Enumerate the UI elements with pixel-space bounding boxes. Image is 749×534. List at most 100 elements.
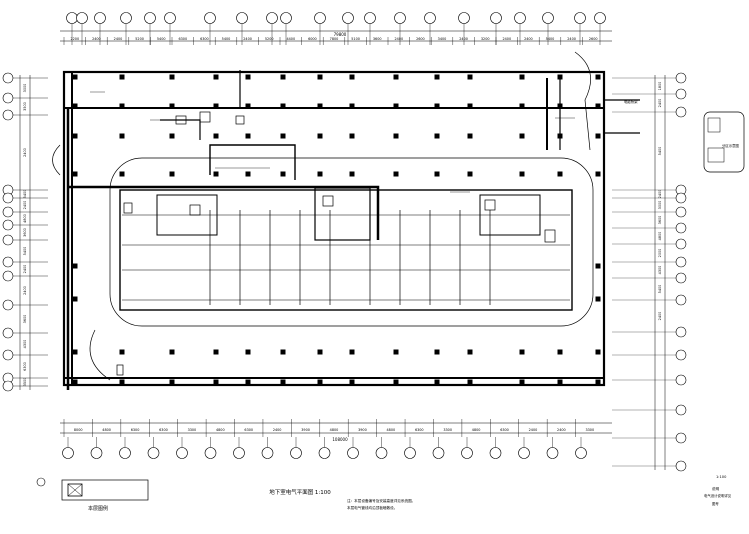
dimension-label: 6300 bbox=[23, 362, 27, 371]
axis-bubble bbox=[94, 12, 106, 24]
structural-column bbox=[280, 349, 286, 355]
dimension-label: 3900 bbox=[358, 428, 367, 432]
structural-column bbox=[72, 296, 78, 302]
dimension-label: 2400 bbox=[23, 148, 27, 157]
axis-bubble bbox=[147, 447, 160, 459]
dimension-label: 2400 bbox=[273, 428, 282, 432]
axis-bubble bbox=[120, 12, 132, 24]
dimension-label: 2600 bbox=[416, 37, 425, 41]
axis-bubble bbox=[514, 12, 526, 24]
dimension-label: 3300 bbox=[443, 428, 452, 432]
structural-column bbox=[72, 349, 78, 355]
electrical-panel bbox=[116, 364, 124, 376]
axis-bubble bbox=[675, 432, 687, 444]
axis-bubble bbox=[176, 447, 188, 459]
dimension-label: 3600 bbox=[23, 315, 27, 324]
structural-column bbox=[280, 133, 286, 139]
dimension-label: 2400 bbox=[658, 312, 662, 321]
legend-frame bbox=[61, 479, 149, 501]
structural-column bbox=[213, 349, 219, 355]
electrical-panel bbox=[175, 115, 187, 125]
axis-bubble bbox=[144, 12, 156, 24]
axis-bubble bbox=[675, 349, 687, 361]
dimension-label: 2400 bbox=[23, 265, 27, 274]
structural-column bbox=[349, 103, 355, 109]
structural-column bbox=[595, 133, 601, 139]
legend-symbol bbox=[67, 483, 83, 497]
structural-column bbox=[595, 171, 601, 177]
dimension-label: 6300 bbox=[244, 428, 253, 432]
structural-column bbox=[557, 379, 563, 385]
axis-bubble bbox=[675, 326, 687, 338]
dimension-label: 3000 bbox=[23, 84, 27, 93]
structural-column bbox=[349, 171, 355, 177]
structural-column bbox=[349, 379, 355, 385]
axis-bubble bbox=[2, 72, 14, 84]
electrical-panel bbox=[484, 199, 496, 211]
structural-column bbox=[169, 379, 175, 385]
structural-column bbox=[434, 349, 440, 355]
structural-column bbox=[519, 103, 525, 109]
dimension-label: 3600 bbox=[658, 216, 662, 225]
structural-column bbox=[119, 349, 125, 355]
structural-column bbox=[245, 103, 251, 109]
dimension-label: 2400 bbox=[23, 201, 27, 210]
structural-column bbox=[434, 379, 440, 385]
dimension-label: 5400 bbox=[157, 37, 166, 41]
axis-bubble bbox=[2, 219, 14, 231]
dimension-label: 5400 bbox=[23, 190, 27, 199]
dimension-label: 3300 bbox=[585, 428, 594, 432]
dimension-label: 5200 bbox=[265, 37, 274, 41]
axis-bubble bbox=[90, 447, 103, 459]
axis-bubble bbox=[2, 206, 14, 218]
electrical-panel bbox=[199, 111, 211, 123]
axis-bubble bbox=[314, 12, 326, 24]
dimension-label: 5400 bbox=[658, 285, 662, 294]
structural-column bbox=[393, 103, 399, 109]
axis-bubble bbox=[675, 460, 687, 472]
dimension-label: 3500 bbox=[23, 378, 27, 387]
structural-column bbox=[393, 171, 399, 177]
axis-bubble bbox=[424, 12, 436, 24]
structural-column bbox=[349, 74, 355, 80]
axis-bubble bbox=[489, 447, 502, 459]
dimension-label: 3400 bbox=[438, 37, 447, 41]
structural-column bbox=[595, 74, 601, 80]
structural-column bbox=[72, 171, 78, 177]
dimension-label: 4300 bbox=[658, 266, 662, 275]
structural-column bbox=[72, 103, 78, 109]
structural-column bbox=[280, 171, 286, 177]
axis-bubble bbox=[518, 447, 530, 459]
electrical-panel bbox=[189, 204, 201, 216]
dimension-label: 2400 bbox=[394, 37, 403, 41]
dimension-label: 2400 bbox=[114, 37, 123, 41]
axis-bubble bbox=[394, 12, 406, 24]
driveway-loop bbox=[109, 157, 594, 327]
structural-column bbox=[213, 74, 219, 80]
structural-column bbox=[595, 296, 601, 302]
axis-bubble bbox=[119, 447, 131, 459]
structural-column bbox=[119, 133, 125, 139]
dimension-label: 2400 bbox=[658, 190, 662, 199]
axis-bubble bbox=[675, 272, 687, 284]
axis-bubble bbox=[2, 109, 14, 121]
dimension-label: 2000 bbox=[658, 249, 662, 258]
structural-column bbox=[72, 263, 78, 269]
cable-tray bbox=[209, 144, 296, 180]
structural-column bbox=[349, 133, 355, 139]
dimension-label: 2400 bbox=[502, 37, 511, 41]
structural-column bbox=[519, 74, 525, 80]
dimension-label: 4800 bbox=[330, 428, 339, 432]
structural-column bbox=[434, 171, 440, 177]
structural-column bbox=[434, 133, 440, 139]
axis-bubble bbox=[2, 192, 14, 204]
structural-column bbox=[213, 103, 219, 109]
structural-column bbox=[280, 103, 286, 109]
dimension-label: 4800 bbox=[658, 232, 662, 241]
axis-bubble bbox=[347, 447, 359, 459]
axis-bubble bbox=[164, 12, 176, 24]
structural-column bbox=[519, 349, 525, 355]
structural-column bbox=[434, 74, 440, 80]
axis-bubble bbox=[594, 12, 606, 24]
